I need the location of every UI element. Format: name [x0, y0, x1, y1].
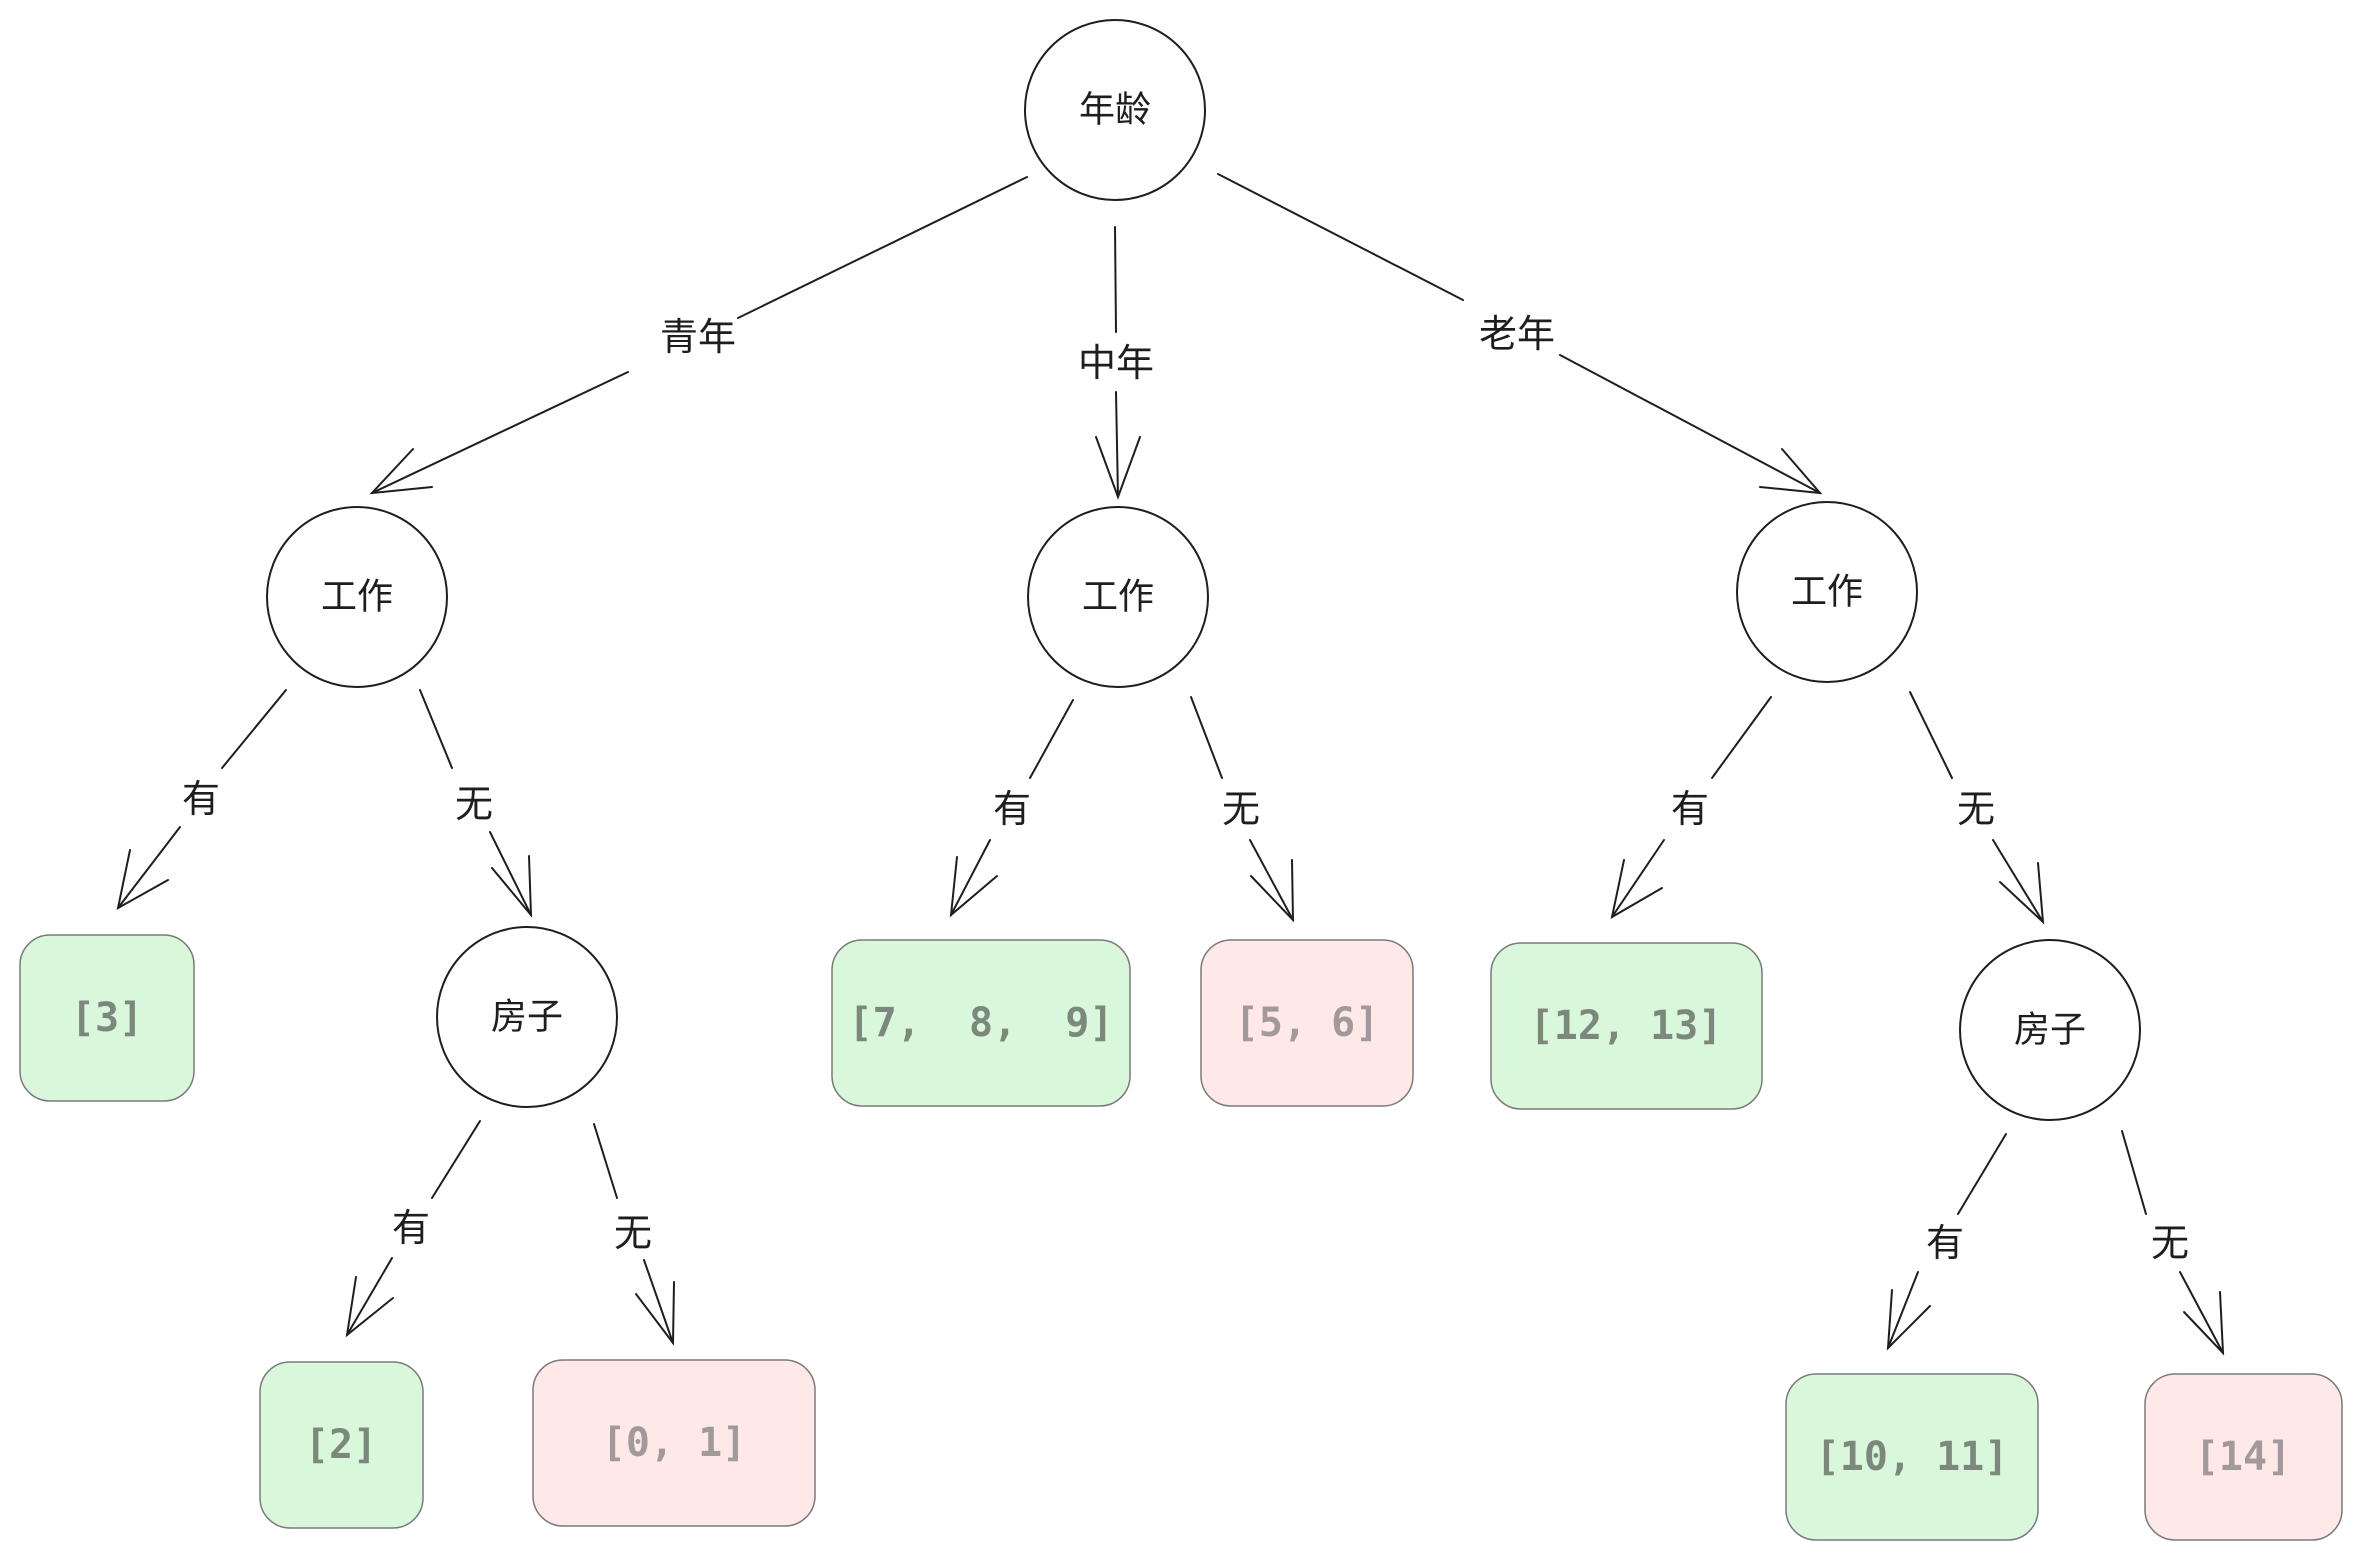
edge-label-young: 青年: [660, 315, 736, 359]
leaf-2-box: [259, 1361, 424, 1529]
edge-label-old: 老年: [1479, 312, 1555, 356]
leaf-10-11-box: [1785, 1373, 2039, 1541]
node-house-young-label: 房子: [491, 997, 563, 1038]
node-house-old-label: 房子: [2014, 1010, 2086, 1051]
leaf-0-1-label: [0, 1]: [602, 1420, 747, 1466]
leaf-0-1-box: [532, 1359, 816, 1527]
edge-old: [1217, 173, 1823, 495]
edge-ow-yes: [1610, 696, 1772, 919]
edge-oh-yes: [1886, 1133, 2007, 1351]
edge-label-yw-no: 无: [455, 782, 493, 826]
edge-label-ow-no: 无: [1957, 787, 1995, 831]
leaf-14-label: [14]: [2195, 1434, 2291, 1480]
edge-label-yw-yes: 有: [182, 777, 220, 821]
leaf-12-13-label: [12, 13]: [1530, 1003, 1723, 1049]
node-work-young-circle: [266, 506, 448, 688]
edge-yh-no: [593, 1123, 675, 1346]
node-work-young-label: 工作: [321, 577, 393, 618]
leaf-3-label: [3]: [71, 995, 143, 1041]
edge-yw-no: [419, 689, 533, 918]
edge-label-yh-no: 无: [614, 1211, 652, 1255]
edge-ow-no: [1909, 691, 2045, 925]
leaf-7-8-9-box: [831, 939, 1131, 1107]
leaf-10-11-label: [10, 11]: [1816, 1434, 2009, 1480]
edge-label-oh-yes: 有: [1926, 1221, 1964, 1265]
edge-young: [369, 176, 1028, 495]
leaf-2-label: [2]: [305, 1422, 377, 1468]
node-house-old-circle: [1959, 939, 2141, 1121]
node-root-circle: [1024, 19, 1206, 201]
edge-yh-yes: [345, 1120, 481, 1338]
node-work-middle-label: 工作: [1082, 577, 1154, 618]
node-work-middle-circle: [1027, 506, 1209, 688]
node-root-label: 年龄: [1079, 90, 1151, 131]
edge-label-middle: 中年: [1078, 341, 1154, 385]
node-work-old-label: 工作: [1791, 572, 1863, 613]
node-house-young-circle: [436, 926, 618, 1108]
leaf-3-box: [19, 934, 195, 1102]
edge-label-mw-no: 无: [1222, 787, 1260, 831]
edge-middle: [1095, 226, 1141, 500]
leaf-5-6-label: [5, 6]: [1235, 1000, 1380, 1046]
edge-label-yh-yes: 有: [392, 1206, 430, 1250]
leaf-12-13-box: [1490, 942, 1763, 1110]
leaf-5-6-box: [1200, 939, 1414, 1107]
edge-label-mw-yes: 有: [993, 787, 1031, 831]
node-work-old-circle: [1736, 501, 1918, 683]
edge-mw-no: [1190, 696, 1295, 923]
edge-mw-yes: [949, 699, 1074, 918]
leaf-7-8-9-label: [7, 8, 9]: [849, 1000, 1114, 1046]
leaf-14-box: [2144, 1373, 2343, 1541]
edge-label-ow-yes: 有: [1671, 787, 1709, 831]
edge-oh-no: [2121, 1130, 2225, 1356]
edge-label-oh-no: 无: [2151, 1221, 2189, 1265]
edge-yw-yes: [116, 689, 287, 910]
